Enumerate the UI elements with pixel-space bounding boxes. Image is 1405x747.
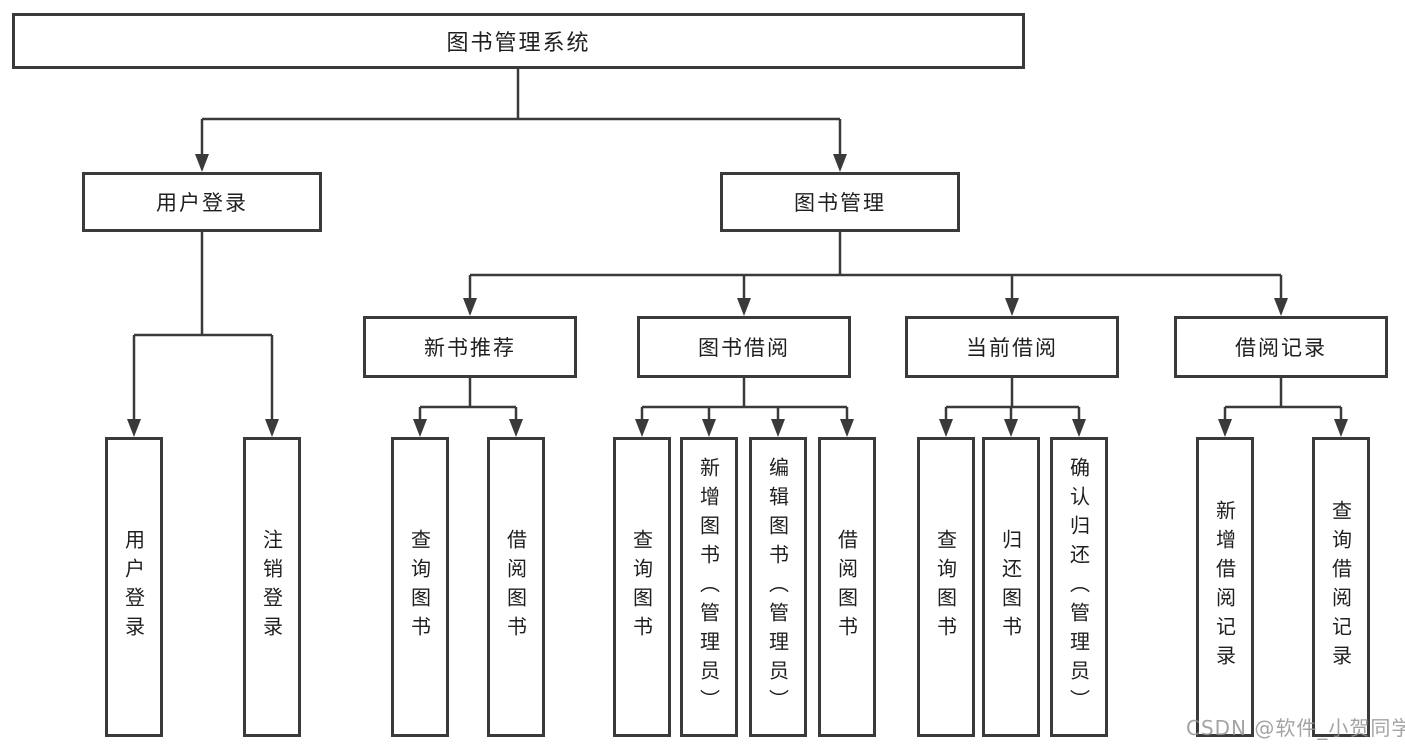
connector-currentborrow-to-leaves bbox=[944, 378, 1081, 429]
leaf-newbook-query-books-label: 查询图书 bbox=[407, 529, 432, 645]
leaf-record-query-borrow-record-label: 查询借阅记录 bbox=[1328, 500, 1353, 674]
arrowhead bbox=[127, 419, 141, 437]
node-new-book-recommend-label: 新书推荐 bbox=[424, 336, 516, 360]
leaf-current-return-books: 归还图书 bbox=[982, 437, 1040, 737]
node-new-book-recommend: 新书推荐 bbox=[363, 316, 577, 378]
arrowhead bbox=[635, 419, 649, 437]
leaf-record-query-borrow-record: 查询借阅记录 bbox=[1312, 437, 1370, 737]
node-current-borrow-label: 当前借阅 bbox=[966, 336, 1058, 360]
leaf-current-query-books-label: 查询图书 bbox=[933, 529, 958, 645]
watermark-text: CSDN @软件_小贺同学 bbox=[1186, 716, 1405, 740]
leaf-borrow-borrow-books: 借阅图书 bbox=[818, 437, 876, 737]
arrowhead bbox=[702, 419, 716, 437]
node-library-management-system: 图书管理系统 bbox=[12, 13, 1025, 69]
arrowhead bbox=[1072, 419, 1086, 437]
arrowhead bbox=[833, 154, 847, 172]
leaf-current-confirm-return-admin-label: 确认归还（管理员） bbox=[1066, 456, 1091, 718]
arrowhead bbox=[939, 419, 953, 437]
leaf-current-return-books-label: 归还图书 bbox=[998, 529, 1023, 645]
leaf-user-login: 用户登录 bbox=[105, 437, 163, 737]
leaf-borrow-edit-books-admin: 编辑图书（管理员） bbox=[749, 437, 807, 737]
connector-bookborrow-to-leaves bbox=[640, 378, 849, 429]
leaf-borrow-add-books-admin-label: 新增图书（管理员） bbox=[696, 456, 721, 718]
leaf-newbook-borrow-books: 借阅图书 bbox=[487, 437, 545, 737]
leaf-newbook-borrow-books-label: 借阅图书 bbox=[503, 529, 528, 645]
node-user-login: 用户登录 bbox=[82, 172, 322, 232]
arrowhead bbox=[771, 419, 785, 437]
node-book-borrow-label: 图书借阅 bbox=[698, 336, 790, 360]
arrowhead bbox=[1334, 419, 1348, 437]
leaf-borrow-borrow-books-label: 借阅图书 bbox=[834, 529, 859, 645]
connector-borrowrecord-to-leaves bbox=[1223, 378, 1343, 429]
leaf-current-confirm-return-admin: 确认归还（管理员） bbox=[1050, 437, 1108, 737]
arrowhead bbox=[509, 419, 523, 437]
leaf-newbook-query-books: 查询图书 bbox=[391, 437, 449, 737]
leaf-record-add-borrow-record-label: 新增借阅记录 bbox=[1212, 500, 1237, 674]
connector-userlogin-to-leaves bbox=[132, 232, 274, 429]
node-book-management-label: 图书管理 bbox=[794, 191, 886, 215]
arrowhead bbox=[195, 154, 209, 172]
leaf-borrow-add-books-admin: 新增图书（管理员） bbox=[680, 437, 738, 737]
connector-lines bbox=[132, 69, 1343, 429]
arrowhead bbox=[1004, 419, 1018, 437]
node-current-borrow: 当前借阅 bbox=[905, 316, 1119, 378]
arrowhead bbox=[737, 298, 751, 316]
node-root-label: 图书管理系统 bbox=[446, 31, 591, 56]
connector-newbookrec-to-leaves bbox=[418, 378, 518, 429]
arrowhead bbox=[463, 298, 477, 316]
arrowhead bbox=[840, 419, 854, 437]
node-borrow-record: 借阅记录 bbox=[1174, 316, 1388, 378]
node-book-borrow: 图书借阅 bbox=[637, 316, 851, 378]
connector-bookmgmt-to-level3 bbox=[468, 232, 1283, 306]
node-user-login-label: 用户登录 bbox=[156, 191, 248, 215]
node-book-management: 图书管理 bbox=[720, 172, 960, 232]
arrowhead bbox=[265, 419, 279, 437]
arrowhead bbox=[1274, 298, 1288, 316]
connector-root-to-level2 bbox=[200, 69, 842, 162]
arrowheads bbox=[127, 154, 1348, 437]
leaf-borrow-query-books: 查询图书 bbox=[613, 437, 671, 737]
arrowhead bbox=[1218, 419, 1232, 437]
arrowhead bbox=[413, 419, 427, 437]
leaf-user-login-label: 用户登录 bbox=[121, 529, 146, 645]
leaf-logout-label: 注销登录 bbox=[259, 529, 284, 645]
arrowhead bbox=[1005, 298, 1019, 316]
node-borrow-record-label: 借阅记录 bbox=[1235, 336, 1327, 360]
leaf-record-add-borrow-record: 新增借阅记录 bbox=[1196, 437, 1254, 737]
leaf-current-query-books: 查询图书 bbox=[917, 437, 975, 737]
leaf-logout: 注销登录 bbox=[243, 437, 301, 737]
leaf-borrow-query-books-label: 查询图书 bbox=[629, 529, 654, 645]
leaf-borrow-edit-books-admin-label: 编辑图书（管理员） bbox=[765, 456, 790, 718]
